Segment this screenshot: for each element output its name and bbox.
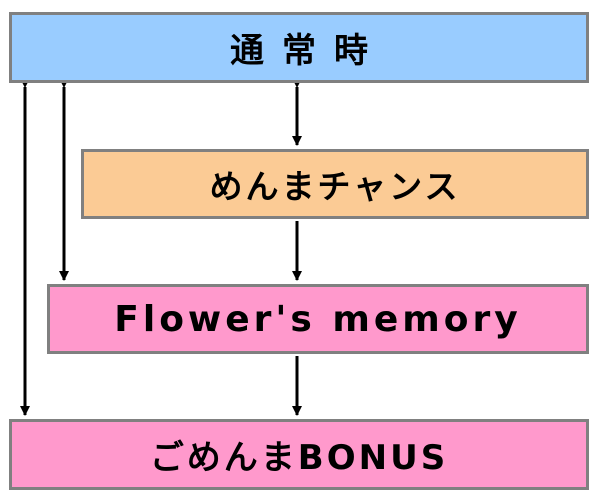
state-menma-chance-box: めんまチャンス: [81, 149, 589, 219]
state-normal-box: 通常時: [9, 12, 589, 83]
state-gomenma-bonus-box: ごめんまBONUS: [9, 419, 589, 490]
state-flower-memory-box: Flower's memory: [47, 284, 589, 354]
